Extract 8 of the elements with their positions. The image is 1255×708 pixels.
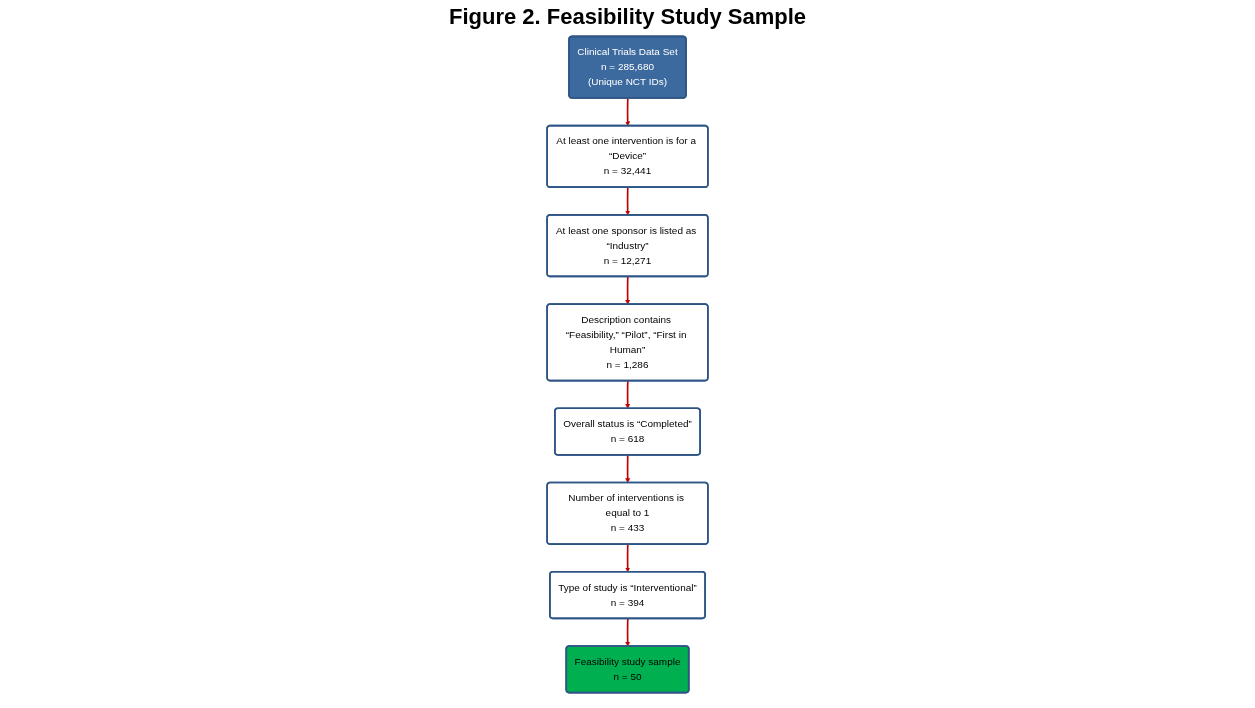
arrow — [625, 617, 631, 647]
arrow — [625, 97, 631, 127]
arrow — [625, 275, 631, 305]
arrow — [625, 186, 631, 216]
arrow — [625, 380, 631, 409]
title: Figure 2. Feasibility Study Sample — [448, 4, 807, 30]
arrow — [625, 454, 631, 484]
arrow — [625, 543, 631, 573]
